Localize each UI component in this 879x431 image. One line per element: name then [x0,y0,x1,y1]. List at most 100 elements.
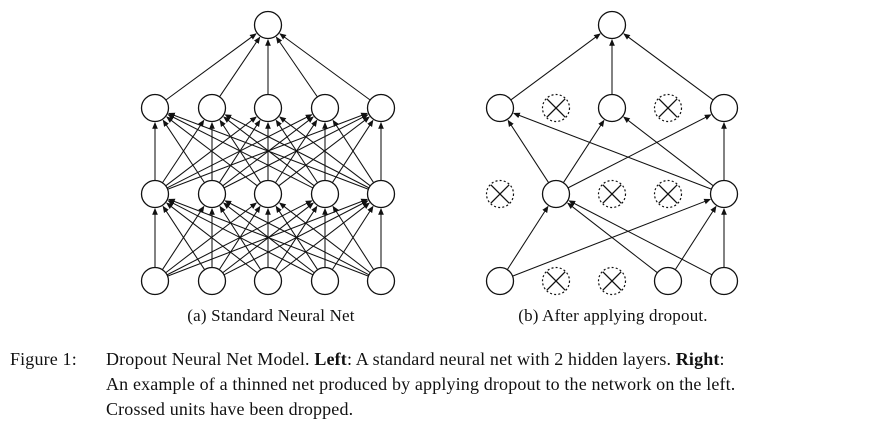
caption-text-run: : A standard neural net with 2 hidden la… [346,349,676,369]
connection-arrow [219,36,261,98]
neuron-circle [310,266,340,296]
neuron-circle [709,93,739,123]
connection-arrow [165,116,257,187]
neuron-node [253,93,283,123]
figure-caption-label: Figure 1: [10,349,77,369]
figure-caption-text: Dropout Neural Net Model. Left: A standa… [106,347,872,422]
connections [506,33,727,277]
neuron-circle [197,93,227,123]
connection-arrow [568,200,713,276]
neuron-node [197,266,227,296]
caption-bold-word: Right [675,349,720,369]
connection-arrow [224,200,370,276]
neuron-node [485,266,515,296]
neuron-node [709,179,739,209]
neuron-circle [197,179,227,209]
cross-mark [602,184,622,204]
neuron-node [197,179,227,209]
connection-arrow [567,202,658,274]
neuron-node [140,179,170,209]
neuron-node [310,266,340,296]
neuron-node [197,93,227,123]
connection-arrow [674,205,717,270]
connection-arrow [162,119,205,184]
neuron-circle [485,266,515,296]
connection-arrow [512,198,711,277]
dropped-neuron-node [597,179,627,209]
connection-arrow [162,119,205,184]
cross-mark [546,98,566,118]
subcaption-dropout-net: (b) After applying dropout. [518,306,708,325]
neuron-circle [140,266,170,296]
dropped-neuron-node [541,266,571,296]
connection-arrow [332,119,375,183]
caption-text-run: An example of a thinned net produced by … [106,374,736,394]
neuron-circle [253,179,283,209]
neuron-node [366,266,396,296]
connection-arrow [218,205,261,270]
neuron-node [709,93,739,123]
connection-arrow [506,205,549,270]
neuron-node [310,179,340,209]
connection-arrow [510,33,601,101]
connection-arrow [507,119,550,183]
neuron-node [709,266,739,296]
dropped-neuron-node [485,179,515,209]
connection-arrow [166,202,258,274]
connection-arrow [332,205,375,270]
connection-arrow [279,116,371,187]
caption-text-run: : [719,349,725,369]
connection-arrow [278,116,370,187]
neuron-node [366,179,396,209]
neuron-circle [366,93,396,123]
connection-arrow [623,116,714,187]
subcaption-standard-net: (a) Standard Neural Net [187,306,355,325]
neuron-circle [140,179,170,209]
neuron-circle [709,266,739,296]
neural-network-diagrams [140,10,739,296]
cross-mark [490,184,510,204]
connection-arrow [562,119,605,183]
neuron-circle [366,179,396,209]
caption-text-run: Crossed units have been dropped. [106,399,354,419]
neuron-node [366,93,396,123]
neuron-node [253,179,283,209]
connection-arrow [279,202,371,274]
dropout-neural-net-diagram [485,10,739,296]
neuron-node [253,266,283,296]
connection-arrow [168,198,369,277]
connection-arrow [224,114,370,189]
connection-arrow [168,112,369,190]
neuron-node [310,93,340,123]
connection-arrow [279,33,371,101]
cross-mark [658,98,678,118]
neuron-circle [140,93,170,123]
neuron-circle [597,10,627,40]
connection-arrow [513,112,712,190]
neuron-node [140,266,170,296]
nodes [485,10,739,296]
connection-arrow [167,200,314,276]
neuron-node [597,10,627,40]
connection-arrow [165,202,257,274]
neuron-node [653,266,683,296]
neuron-circle [709,179,739,209]
neuron-circle [653,266,683,296]
connection-arrow [278,202,370,274]
connection-arrow [165,33,257,101]
standard-neural-net-diagram [140,10,396,296]
neuron-circle [310,93,340,123]
connection-arrow [162,205,206,270]
neuron-circle [253,266,283,296]
neuron-circle [541,179,571,209]
cross-mark [658,184,678,204]
cross-mark [546,271,566,291]
connection-arrow [218,119,261,183]
dropped-neuron-node [653,179,683,209]
neuron-node [253,10,283,40]
neuron-node [597,93,627,123]
dropped-neuron-node [597,266,627,296]
cross-mark [602,271,622,291]
caption-bold-word: Left [314,349,347,369]
neuron-circle [366,266,396,296]
